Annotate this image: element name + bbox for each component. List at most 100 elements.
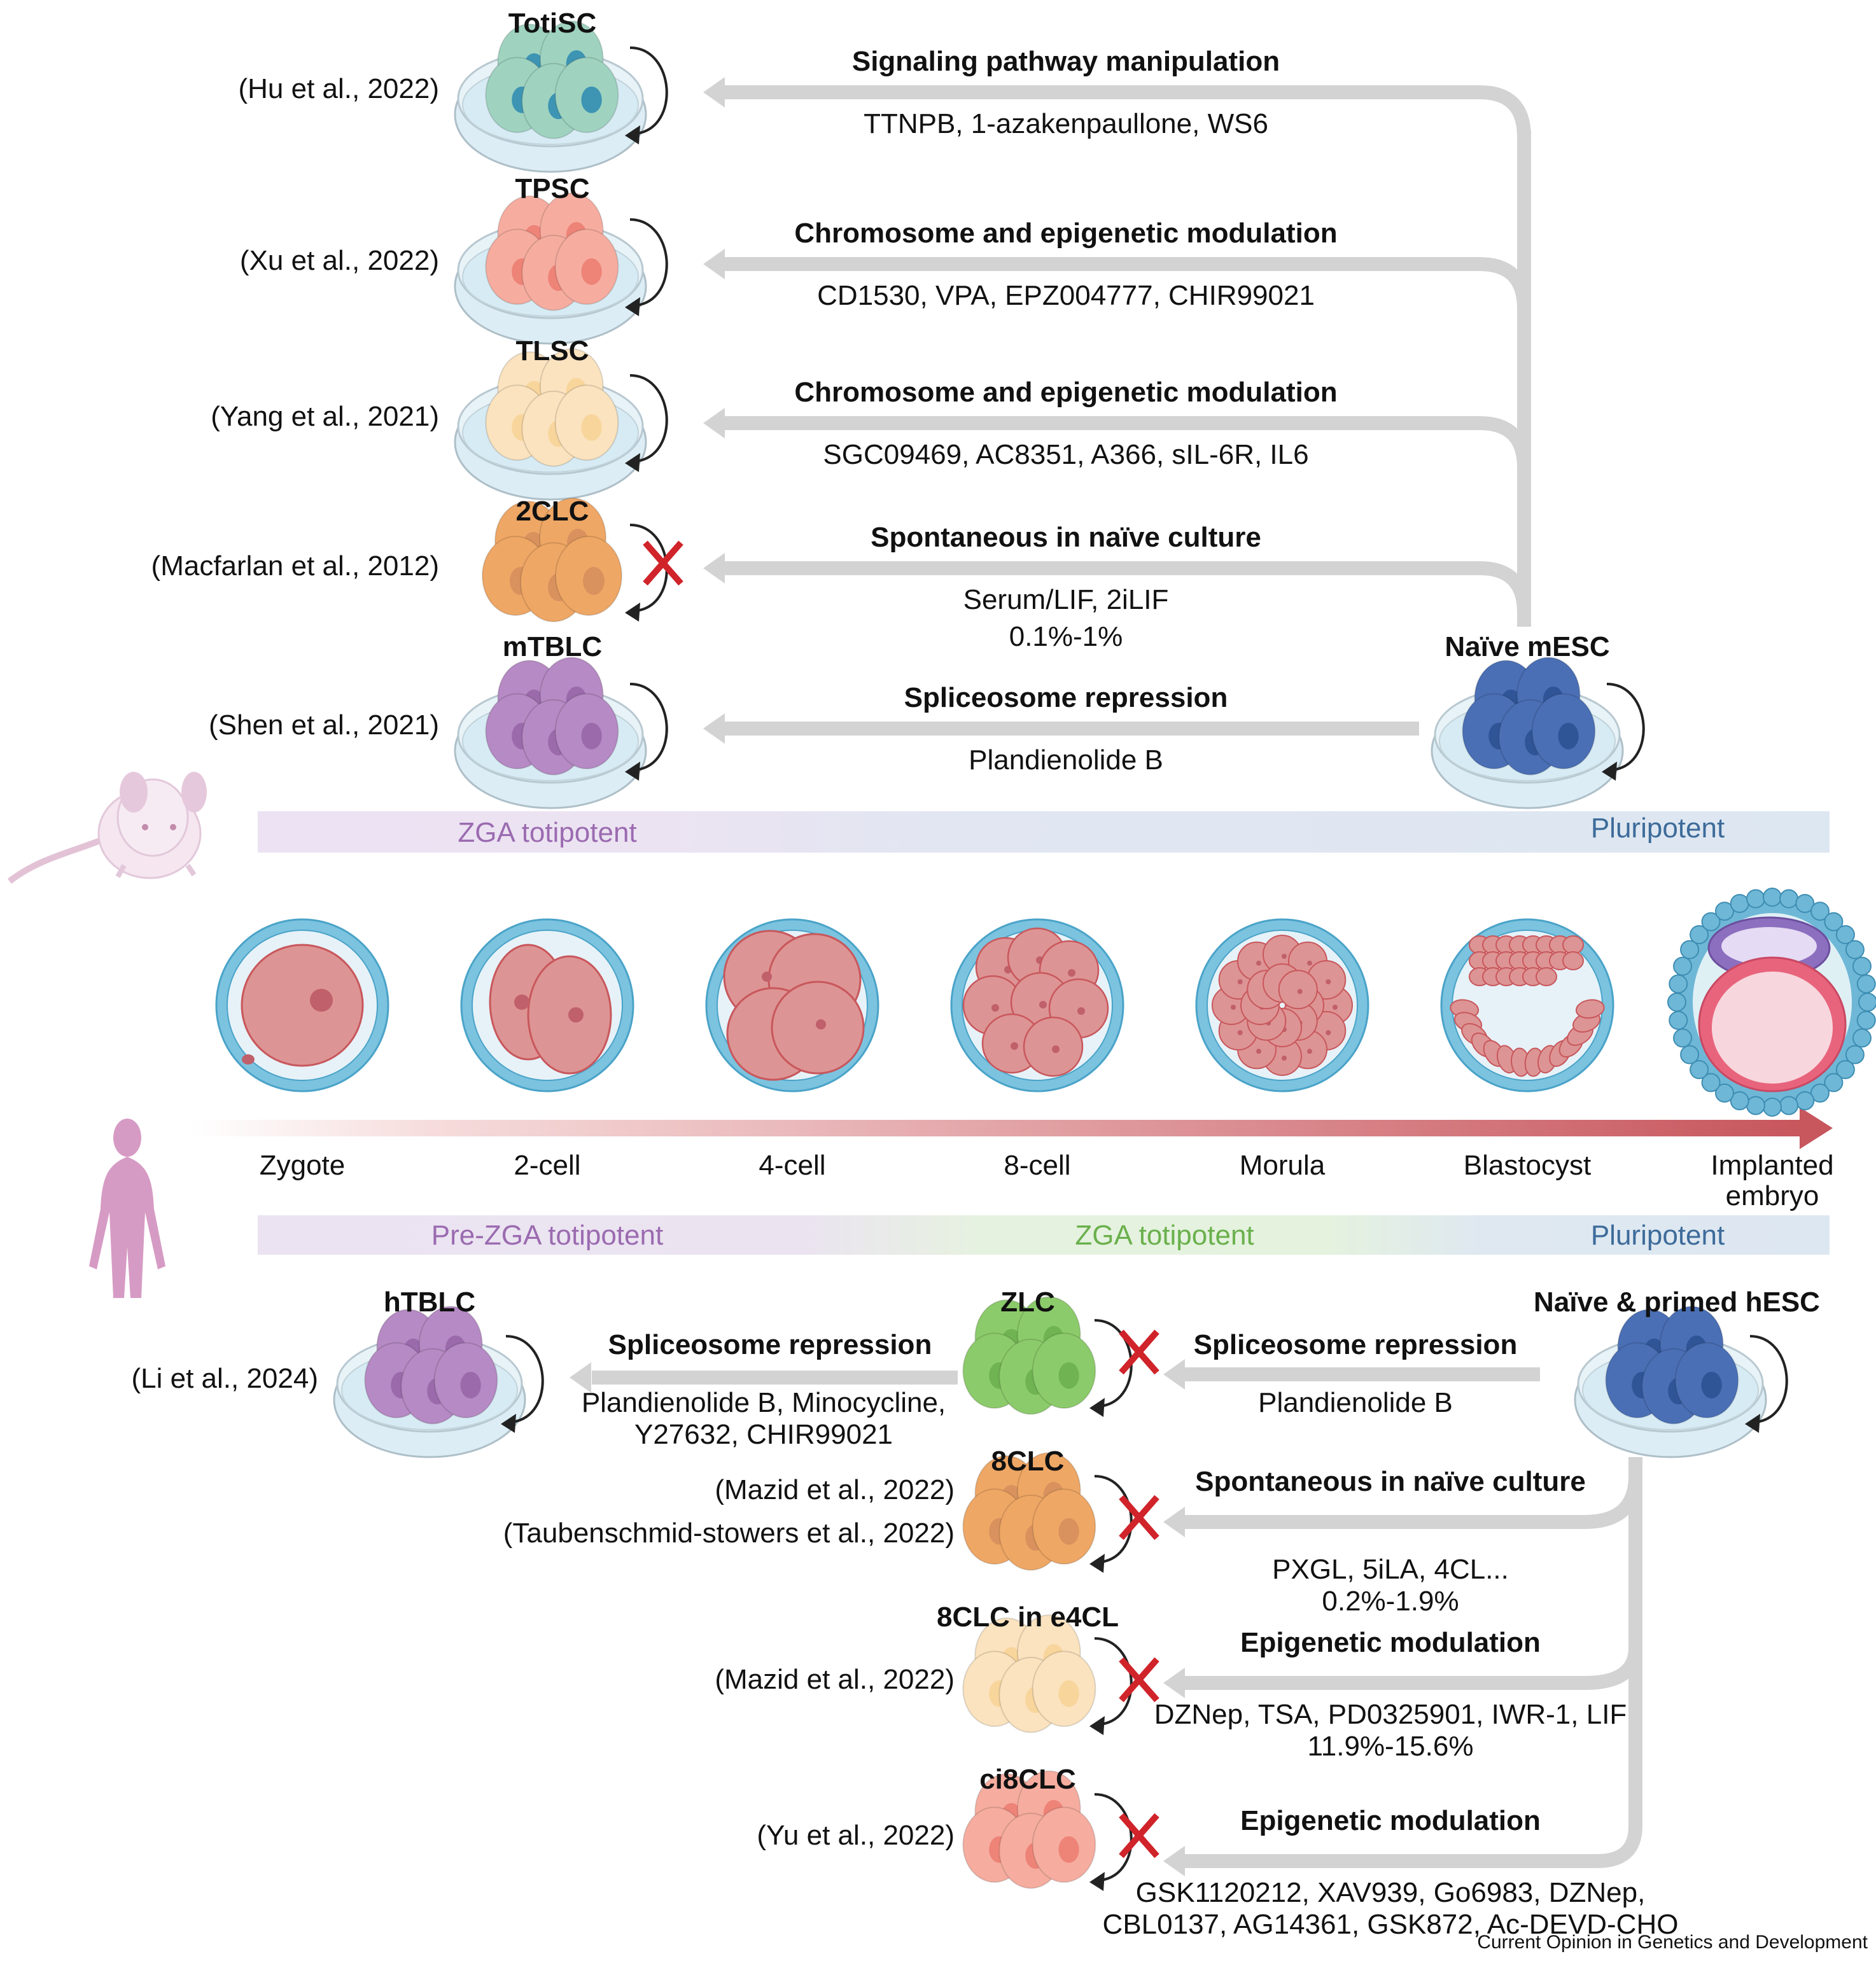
cell-icon: [1701, 1073, 1721, 1092]
cell-icon: [1746, 889, 1765, 909]
method-label: Epigenetic modulation: [1240, 1805, 1541, 1836]
citation: (Mazid et al., 2022): [715, 1664, 955, 1695]
method-label: Chromosome and epigenetic modulation: [794, 218, 1338, 249]
human-icon: [89, 1119, 165, 1298]
nucleus-icon: [1326, 1030, 1331, 1035]
blocked-x-icon: [1119, 1813, 1159, 1859]
nucleus-icon: [581, 258, 602, 285]
nucleus-icon: [816, 1019, 826, 1029]
band-label-zga: ZGA totipotent: [1075, 1220, 1254, 1251]
blocked-x-icon: [1119, 1495, 1159, 1540]
nucleus-icon: [581, 722, 602, 750]
method-label: Spontaneous in naïve culture: [1195, 1466, 1586, 1497]
cell-illustrations: [333, 20, 1788, 1891]
arrowhead-icon: [501, 1414, 516, 1433]
mouse-potency-band: [258, 811, 1830, 853]
stage-label: 2-cell: [514, 1150, 581, 1181]
journal-credit: Current Opinion in Genetics and Developm…: [1477, 1932, 1868, 1953]
nucleus-icon: [1326, 979, 1331, 984]
nucleus-icon: [581, 414, 602, 441]
cell-icon: [1673, 956, 1693, 976]
cell-icon: [1667, 993, 1686, 1012]
cell-type-label: 8CLC: [991, 1446, 1065, 1477]
cell-cluster-icon: [1605, 1306, 1739, 1425]
method-label: Spliceosome repression: [608, 1329, 932, 1360]
arrowhead-icon: [625, 125, 640, 144]
eye-icon: [142, 824, 148, 830]
reagent-list: 0.2%-1.9%: [1322, 1586, 1459, 1617]
cell-icon: [1715, 1083, 1734, 1103]
cell-icon: [1763, 888, 1782, 907]
cell-cluster-icon: [485, 657, 619, 776]
arrowhead-icon: [1602, 762, 1617, 781]
cell-type-label: mTBLC: [502, 631, 603, 662]
self-renewal-arrow-icon: [625, 218, 668, 316]
reagent-list: CBL0137, AG14361, GSK872, Ac-DEVD-CHO: [1102, 1909, 1679, 1940]
method-label: Chromosome and epigenetic modulation: [794, 377, 1338, 408]
reagent-list: Y27632, CHIR99021: [634, 1419, 893, 1450]
body-icon: [89, 1157, 165, 1298]
cell-icon: [1278, 970, 1318, 1010]
cell-icon: [1763, 1098, 1782, 1117]
cell-icon: [1669, 974, 1688, 994]
cell-icon: [1795, 1091, 1815, 1111]
band-label-pluripotent: Pluripotent: [1590, 1220, 1725, 1251]
arrowhead-icon: [1089, 1716, 1105, 1735]
self-renewal-arrow-icon: [1089, 1475, 1133, 1573]
cell-cluster-icon: [485, 192, 619, 311]
cell-type-label: 8CLC in e4CL: [936, 1602, 1119, 1633]
band-label-pre-zga: Pre-ZGA totipotent: [431, 1220, 664, 1251]
arrowhead-icon: [1089, 1872, 1105, 1891]
blocked-x-icon: [1119, 1329, 1159, 1375]
citation: (Li et al., 2024): [131, 1363, 319, 1394]
cell-icon: [1562, 951, 1584, 970]
arrowhead-icon: [1089, 1554, 1105, 1573]
cell-icon: [241, 944, 364, 1067]
reagent-list: 0.1%-1%: [1009, 621, 1123, 652]
arrowhead-icon: [625, 762, 640, 781]
pathway-arrow: [722, 85, 1531, 137]
method-label: Spliceosome repression: [904, 682, 1228, 713]
cell-icon: [1810, 1083, 1830, 1103]
cell-icon: [1810, 902, 1830, 921]
pathway-arrow: [722, 257, 1531, 309]
nucleus-icon: [1237, 1030, 1243, 1035]
nucleus-icon: [1058, 1680, 1079, 1707]
nucleus-icon: [1058, 1836, 1079, 1863]
arrowhead-icon: [703, 249, 725, 279]
stage-label: 8-cell: [1004, 1150, 1071, 1181]
reagent-list: PXGL, 5iLA, 4CL...: [1272, 1554, 1509, 1585]
cell-cluster-icon: [962, 1296, 1096, 1415]
timeline-arrow-shaft: [191, 1120, 1801, 1136]
nucleus-icon: [583, 567, 605, 595]
arrowhead-icon: [625, 453, 640, 472]
stage-label: Morula: [1239, 1150, 1326, 1181]
nucleus-icon: [1039, 1001, 1047, 1008]
reagent-list: SGC09469, AC8351, A366, sIL-6R, IL6: [823, 439, 1309, 470]
stage-label: Blastocyst: [1463, 1150, 1592, 1181]
cell-icon: [1779, 1096, 1799, 1115]
cell-icon: [1673, 1028, 1693, 1048]
reagent-list: Plandienolide B: [969, 744, 1163, 776]
trunk-line: [1184, 1457, 1642, 1868]
pathway-arrow: [1184, 1463, 1642, 1529]
self-renewal-arrow-icon: [625, 46, 668, 144]
organism-icons: [7, 772, 207, 1298]
naive-mesc-label: Naïve mESC: [1445, 631, 1610, 662]
cell-icon: [1562, 935, 1584, 954]
cell-cluster-icon: [485, 348, 619, 467]
cell-icon: [1715, 902, 1734, 921]
arrowhead-icon: [703, 77, 725, 108]
cell-cluster-icon: [482, 498, 622, 622]
arrowhead-icon: [1163, 1846, 1185, 1876]
cell-icon: [1845, 1045, 1865, 1064]
cell-cluster-icon: [1462, 657, 1596, 776]
cell-icon: [1746, 1096, 1765, 1115]
nucleus-icon: [762, 972, 772, 982]
cell-icon: [1824, 912, 1844, 932]
method-label: Spliceosome repression: [1193, 1329, 1518, 1360]
nucleus-icon: [1297, 989, 1303, 994]
self-renewal-arrow-icon: [1089, 1793, 1133, 1891]
cell-icon: [1680, 1045, 1700, 1064]
stage-label: Implanted embryo: [1711, 1150, 1834, 1212]
